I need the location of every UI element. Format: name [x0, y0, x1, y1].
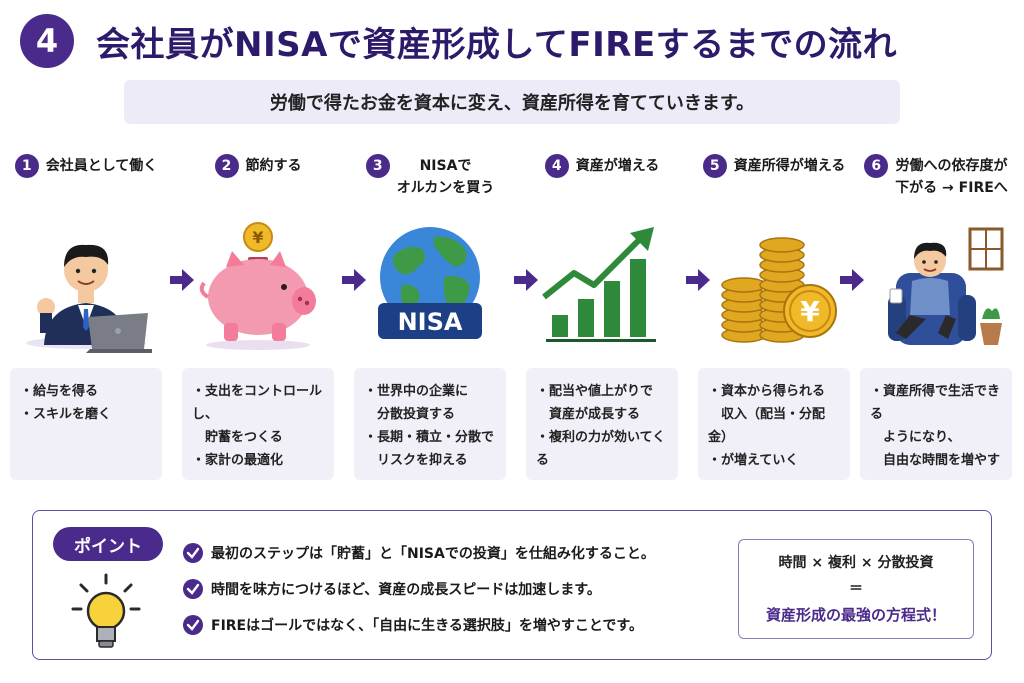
formula-result: 資産形成の最強の方程式！	[765, 606, 946, 624]
bullet-item: ・複利の力が効いてくる	[536, 430, 666, 468]
bullet-item: ・スキルを磨く	[20, 407, 112, 422]
step-title: 節約する	[245, 158, 302, 174]
step-1-card: ・給与を得る ・スキルを磨く	[10, 368, 162, 480]
point-item: 最初のステップは「貯蓄」と「NISAでの投資」を仕組み化すること。	[183, 537, 743, 569]
step-4: 4 資産が増える ・配当や値上がりで 資産が成長する ・複利の力が効いてくる	[526, 150, 678, 485]
subtitle-banner: 労働で得たお金を資本に変え、資産所得を育てていきます。	[124, 80, 900, 124]
title-row: 4 会社員がNISAで資産形成してFIREするまでの流れ	[20, 10, 1004, 72]
bullet-item: ・支出をコントロールし、 貯蓄をつくる	[192, 384, 323, 445]
point-item: 時間を味方につけるほど、資産の成長スピードは加速します。	[183, 573, 743, 605]
bullet-item: ・資産所得で生活できる ようになり、 自由な時間を増やす	[870, 384, 1001, 468]
globe-nisa-illustration: NISA	[378, 227, 482, 339]
check-circle-icon	[183, 615, 203, 635]
flow-arrow-icon	[342, 269, 366, 291]
bullet-item: ・が増えていく	[708, 453, 799, 468]
point-item: FIREはゴールではなく、「自由に生きる選択肢」を増やすことです。	[183, 609, 743, 641]
point-text: 時間を味方につけるほど、資産の成長スピードは加速します。	[211, 582, 601, 598]
step-number: 2	[214, 154, 239, 178]
step-1: 1 会社員として働く ・給与を得る ・スキルを磨く	[10, 150, 162, 485]
step-title: 労働への依存度が 下がる → FIREへ	[895, 158, 1008, 196]
step-4-header: 4 資産が増える	[526, 150, 678, 206]
bullet-item: ・資本から得られる 収入（配当・分配金）	[708, 384, 826, 445]
step-6: 6 労働への依存度が 下がる → FIREへ ・資産所得で生活できる ようになり…	[860, 150, 1012, 485]
step-1-header: 1 会社員として働く	[10, 150, 162, 206]
step-3-card: ・世界中の企業に 分散投資する ・長期・積立・分散で リスクを抑える	[354, 368, 506, 480]
bullet-item: ・家計の最適化	[192, 453, 284, 468]
point-section: ポイント 最初のステップは「貯蓄」と「NISAでの投資」を仕組み化すること。 時	[32, 510, 992, 660]
point-text: FIREはゴールではなく、「自由に生きる選択肢」を増やすことです。	[211, 618, 644, 634]
step-number: 1	[14, 154, 39, 178]
yen-coin-label: ¥	[800, 295, 820, 328]
step-5-header: 5 資産所得が増える	[698, 150, 850, 206]
formula-line: 時間 × 複利 × 分散投資	[778, 555, 934, 571]
growth-chart-illustration	[542, 227, 656, 342]
bullet-item: ・給与を得る	[20, 384, 99, 399]
step-title: 会社員として働く	[45, 158, 158, 174]
flow-arrow-icon	[514, 269, 538, 291]
bullet-item: ・配当や値上がりで 資産が成長する	[536, 384, 654, 422]
yen-coin-label: ¥	[252, 228, 263, 247]
step-2-card: ・支出をコントロールし、 貯蓄をつくる ・家計の最適化	[182, 368, 334, 480]
check-circle-icon	[183, 543, 203, 563]
check-circle-icon	[183, 579, 203, 599]
step-2-header: 2 節約する	[182, 150, 334, 206]
step-number: 3	[365, 154, 390, 178]
step-5-card: ・資本から得られる 収入（配当・分配金） ・が増えていく	[698, 368, 850, 480]
formula-box: 時間 × 複利 × 分散投資 ＝ 資産形成の最強の方程式！	[738, 539, 974, 639]
section-number-badge: 4	[20, 14, 74, 68]
step-4-card: ・配当や値上がりで 資産が成長する ・複利の力が効いてくる	[526, 368, 678, 480]
office-worker-illustration	[26, 244, 152, 353]
step-3: 3 NISAで オルカンを買う NISA ・世界中の企業に 分散投資する ・長期…	[354, 150, 506, 485]
flow-arrow-icon	[840, 269, 864, 291]
step-number: 5	[702, 154, 727, 178]
steps-flow: 1 会社員として働く ・給与を得る ・スキルを磨く	[10, 150, 1014, 485]
nisa-badge-label: NISA	[398, 308, 463, 336]
coin-stacks-illustration: ¥	[721, 237, 837, 343]
bullet-item: ・長期・積立・分散で リスクを抑える	[364, 430, 495, 468]
step-title: 資産所得が増える	[733, 158, 846, 174]
step-6-card: ・資産所得で生活できる ようになり、 自由な時間を増やす	[860, 368, 1012, 480]
flow-arrow-icon	[686, 269, 710, 291]
step-number: 6	[864, 154, 889, 178]
step-6-header: 6 労働への依存度が 下がる → FIREへ	[860, 150, 1012, 206]
point-list: 最初のステップは「貯蓄」と「NISAでの投資」を仕組み化すること。 時間を味方に…	[183, 537, 743, 645]
formula-equals: ＝	[849, 581, 863, 597]
bullet-item: ・世界中の企業に 分散投資する	[364, 384, 469, 422]
point-tag: ポイント	[53, 527, 163, 561]
flow-arrow-icon	[170, 269, 194, 291]
step-number: 4	[544, 154, 569, 178]
step-3-header: 3 NISAで オルカンを買う	[354, 150, 506, 206]
relaxing-person-illustration	[888, 227, 1004, 345]
step-5: 5 資産所得が増える	[698, 150, 850, 485]
step-2: 2 節約する ¥ ・支出をコントロールし、 貯蓄をつくる ・家計の最適化	[182, 150, 334, 485]
page-title: 会社員がNISAで資産形成してFIREするまでの流れ	[96, 24, 898, 65]
point-text: 最初のステップは「貯蓄」と「NISAでの投資」を仕組み化すること。	[211, 546, 655, 562]
step-title: 資産が増える	[575, 158, 660, 174]
lightbulb-icon	[71, 573, 141, 648]
piggy-bank-illustration: ¥	[199, 222, 316, 350]
step-title: NISAで オルカンを買う	[396, 158, 495, 196]
